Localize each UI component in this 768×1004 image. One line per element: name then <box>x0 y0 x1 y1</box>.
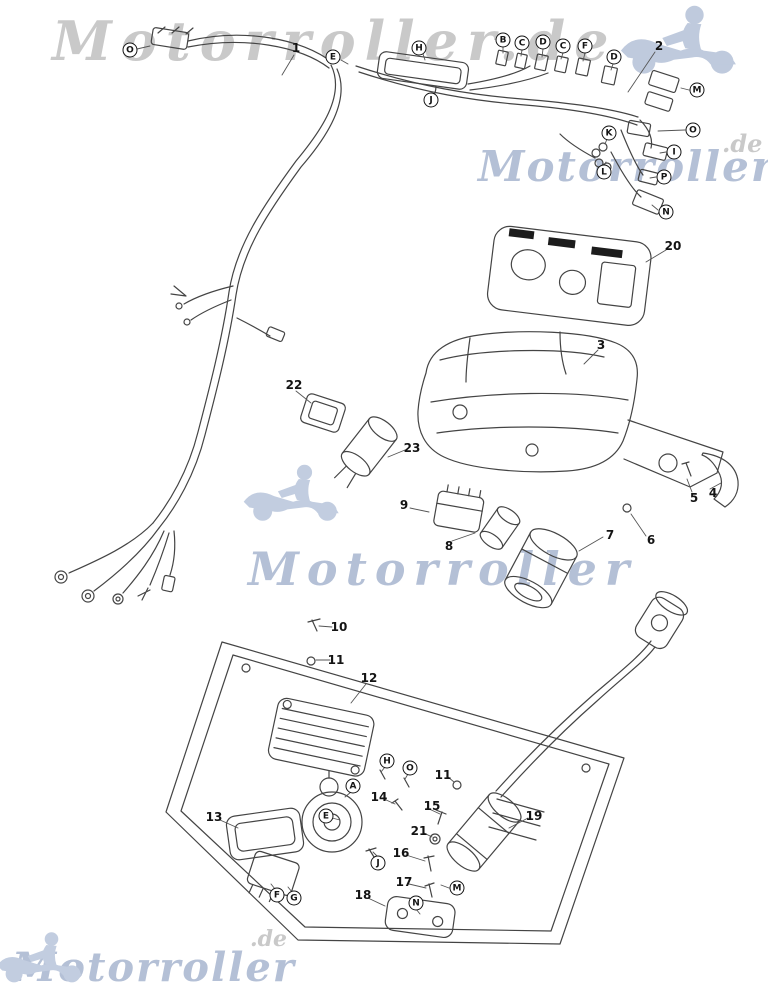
watermark-mid-right-de: .de <box>722 129 763 158</box>
callout-number-22: 22 <box>285 378 303 392</box>
cylinder-8 <box>479 506 521 550</box>
callout-letter-A: A <box>345 778 361 794</box>
callout-number-7: 7 <box>605 528 615 542</box>
callout-number-23: 23 <box>403 441 421 455</box>
callout-letter-F: F <box>269 887 285 903</box>
callout-number-11: 11 <box>434 768 452 782</box>
callout-letter-D: D <box>606 49 622 65</box>
callout-letter-D: D <box>535 34 551 50</box>
callout-number-1: 1 <box>291 41 301 55</box>
spark-plug-cap <box>634 591 689 650</box>
callout-number-20: 20 <box>664 239 682 253</box>
callout-number-19: 19 <box>525 809 543 823</box>
ignition-coil-19 <box>446 792 522 872</box>
watermark-center: Motorroller <box>248 542 638 596</box>
bracket-13 <box>225 807 305 861</box>
starter-relay-7 <box>504 528 578 609</box>
callout-letter-N: N <box>658 204 674 220</box>
callout-number-21: 21 <box>410 824 428 838</box>
spark-plug-cable <box>495 640 656 798</box>
callout-letter-E: E <box>318 808 334 824</box>
callout-number-4: 4 <box>708 486 718 500</box>
callout-letter-F: F <box>577 38 593 54</box>
callout-number-12: 12 <box>360 671 378 685</box>
solenoid <box>301 770 363 853</box>
callout-number-10: 10 <box>330 620 348 634</box>
callout-letter-B: B <box>495 32 511 48</box>
callout-letter-I: I <box>666 144 682 160</box>
fasteners <box>306 618 462 898</box>
callout-letter-C: C <box>555 38 571 54</box>
watermark-bottom-left-de: .de <box>250 926 288 952</box>
callout-letter-L: L <box>596 164 612 180</box>
callout-letter-J: J <box>370 855 386 871</box>
callout-number-11: 11 <box>327 653 345 667</box>
airbox-3 <box>417 331 739 513</box>
callout-letter-G: G <box>286 890 302 906</box>
flasher-relay-23 <box>334 416 398 489</box>
callout-letter-C: C <box>514 35 530 51</box>
callout-number-5: 5 <box>689 491 699 505</box>
watermark-mid-right: Motorroller <box>478 142 768 191</box>
callout-number-13: 13 <box>205 810 223 824</box>
wiring-harness-1 <box>54 26 342 605</box>
callout-letter-O: O <box>402 760 418 776</box>
callout-number-16: 16 <box>392 846 410 860</box>
callout-letter-M: M <box>449 880 465 896</box>
bracket-22 <box>300 393 346 433</box>
callout-letter-P: P <box>656 169 672 185</box>
callout-letter-O: O <box>685 122 701 138</box>
callout-number-17: 17 <box>395 875 413 889</box>
cdi-unit-12 <box>267 697 375 777</box>
callout-letter-K: K <box>601 125 617 141</box>
callout-number-18: 18 <box>354 888 372 902</box>
callout-letter-J: J <box>423 92 439 108</box>
callout-number-6: 6 <box>646 533 656 547</box>
instrument-panel-20 <box>486 225 652 326</box>
callout-letter-H: H <box>379 753 395 769</box>
callout-letter-E: E <box>325 49 341 65</box>
leader-lines <box>136 45 722 915</box>
callout-letter-M: M <box>689 82 705 98</box>
callout-letter-O: O <box>122 42 138 58</box>
callout-number-8: 8 <box>444 539 454 553</box>
callout-number-2: 2 <box>654 39 664 53</box>
relay-9 <box>433 484 485 533</box>
callout-number-15: 15 <box>423 799 441 813</box>
callout-letter-H: H <box>411 40 427 56</box>
callout-letter-N: N <box>408 895 424 911</box>
callout-number-3: 3 <box>596 338 606 352</box>
cable-harness-2 <box>355 49 680 215</box>
callout-number-9: 9 <box>399 498 409 512</box>
callout-number-14: 14 <box>370 790 388 804</box>
